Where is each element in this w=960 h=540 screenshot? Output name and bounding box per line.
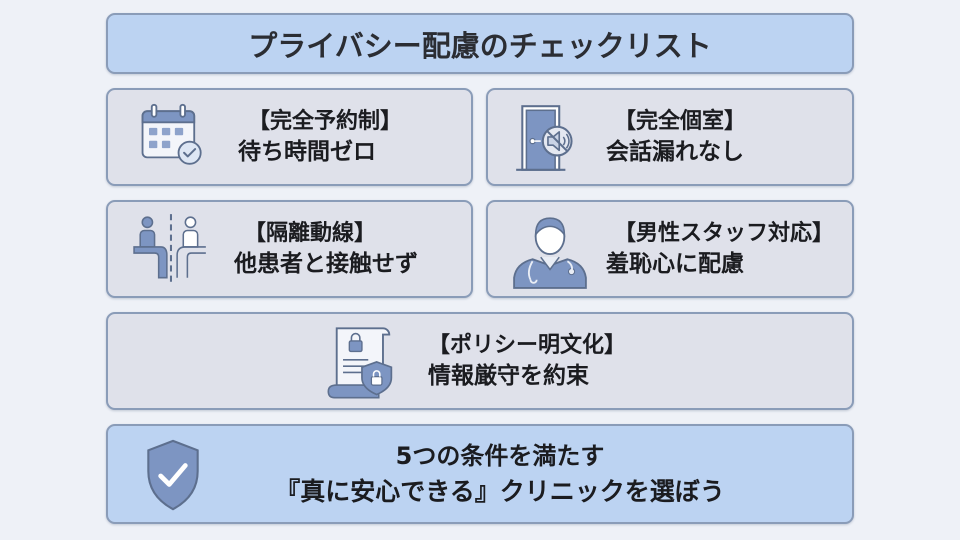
checklist-card-private-room: 【完全個室】 会話漏れなし <box>486 88 854 186</box>
male-doctor-icon <box>513 217 587 289</box>
card-heading: 【ポリシー明文化】 <box>428 333 627 358</box>
separated-path-icon <box>133 214 206 284</box>
card-text: 【隔離動線】 他患者と接触せず <box>234 218 418 280</box>
checklist-card-policy: 【ポリシー明文化】 情報厳守を約束 <box>106 312 854 410</box>
card-subtext: 待ち時間ゼロ <box>238 139 376 165</box>
door-mute-icon <box>516 105 573 171</box>
card-subtext: 羞恥心に配慮 <box>606 251 744 277</box>
summary-line-2: 『真に安心できる』クリニックを選ぼう <box>275 477 725 506</box>
checklist-card-separate-route: 【隔離動線】 他患者と接触せず <box>106 200 473 298</box>
card-text: 【男性スタッフ対応】 羞恥心に配慮 <box>606 218 834 280</box>
checklist-card-reservation: 【完全予約制】 待ち時間ゼロ <box>106 88 473 186</box>
shield-check-icon <box>147 439 199 511</box>
card-text: 【ポリシー明文化】 情報厳守を約束 <box>428 330 626 392</box>
card-text: 【完全個室】 会話漏れなし <box>606 106 746 168</box>
card-heading: 【男性スタッフ対応】 <box>614 221 835 246</box>
card-heading: 【完全個室】 <box>614 109 747 134</box>
card-subtext: 会話漏れなし <box>606 139 744 165</box>
card-heading: 【完全予約制】 <box>248 109 403 134</box>
policy-document-lock-icon <box>327 327 393 399</box>
card-subtext: 情報厳守を約束 <box>428 363 589 389</box>
calendar-check-icon <box>141 103 202 165</box>
card-text: 【完全予約制】 待ち時間ゼロ <box>238 106 402 168</box>
card-subtext: 他患者と接触せず <box>234 251 418 277</box>
summary-line-1: 5つの条件を満たす <box>395 442 605 470</box>
card-heading: 【隔離動線】 <box>244 221 377 246</box>
summary-banner: 5つの条件を満たす 『真に安心できる』クリニックを選ぼう <box>106 424 854 524</box>
summary-text: 5つの条件を満たす 『真に安心できる』クリニックを選ぼう <box>108 438 852 510</box>
page-title: プライバシー配慮のチェックリスト <box>106 13 854 74</box>
checklist-card-male-staff: 【男性スタッフ対応】 羞恥心に配慮 <box>486 200 854 298</box>
